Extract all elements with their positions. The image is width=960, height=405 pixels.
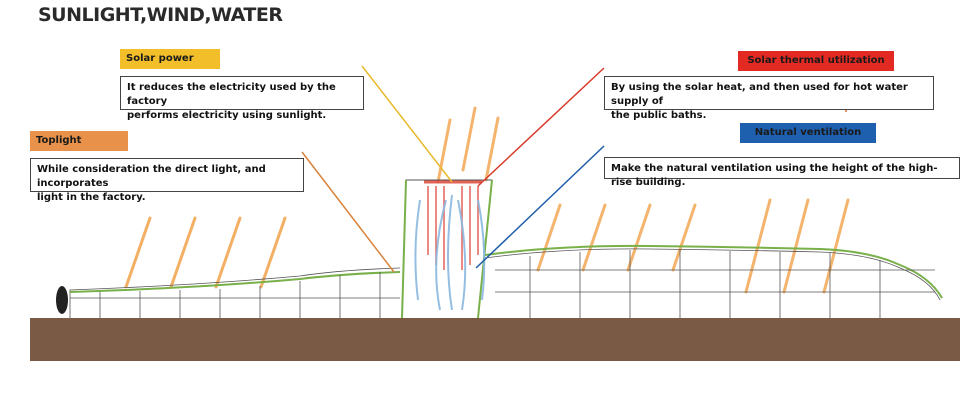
toplight-description: While consideration the direct light, an… <box>30 158 304 203</box>
solar-power-line-2: performs electricity using sunlight. <box>127 110 327 121</box>
sun-rays-right <box>536 198 850 294</box>
solar-power-line-1: It reduces the electricity used by the f… <box>127 82 336 107</box>
solar-power-tag: Solar power <box>120 49 220 69</box>
toplight-tag: Toplight <box>30 131 128 151</box>
tree <box>56 286 68 314</box>
leader-line-natural-ventilation <box>475 145 605 269</box>
natural-ventilation-line-1: Make the natural ventilation using the h… <box>611 163 938 188</box>
air-flow-lines <box>414 194 486 311</box>
toplight-line-1: While consideration the direct light, an… <box>37 164 266 189</box>
right-factory <box>484 244 943 318</box>
solar-power-description: It reduces the electricity used by the f… <box>120 76 364 121</box>
leader-line-solar-power <box>361 65 453 183</box>
solar-thermal-line-1: By using the solar heat, and then used f… <box>611 82 908 107</box>
page-title: SUNLIGHT,WIND,WATER <box>38 4 283 26</box>
natural-ventilation-tag: Natural ventilation <box>740 123 876 143</box>
ground-strip <box>30 318 960 361</box>
high-rise-tower <box>401 179 493 319</box>
heat-flow-lines <box>424 180 482 270</box>
leader-line-solar-thermal <box>477 67 605 187</box>
leader-line-toplight <box>301 151 395 273</box>
solar-thermal-line-2: the public baths. <box>611 110 707 121</box>
solar-thermal-tag: Solar thermal utilization <box>738 51 894 71</box>
sun-rays-left <box>124 216 287 289</box>
solar-thermal-description: By using the solar heat, and then used f… <box>604 76 934 121</box>
sun-rays-tower <box>436 106 500 184</box>
natural-ventilation-description: Make the natural ventilation using the h… <box>604 157 960 188</box>
toplight-line-2: light in the factory. <box>37 192 146 203</box>
left-factory <box>69 267 401 318</box>
